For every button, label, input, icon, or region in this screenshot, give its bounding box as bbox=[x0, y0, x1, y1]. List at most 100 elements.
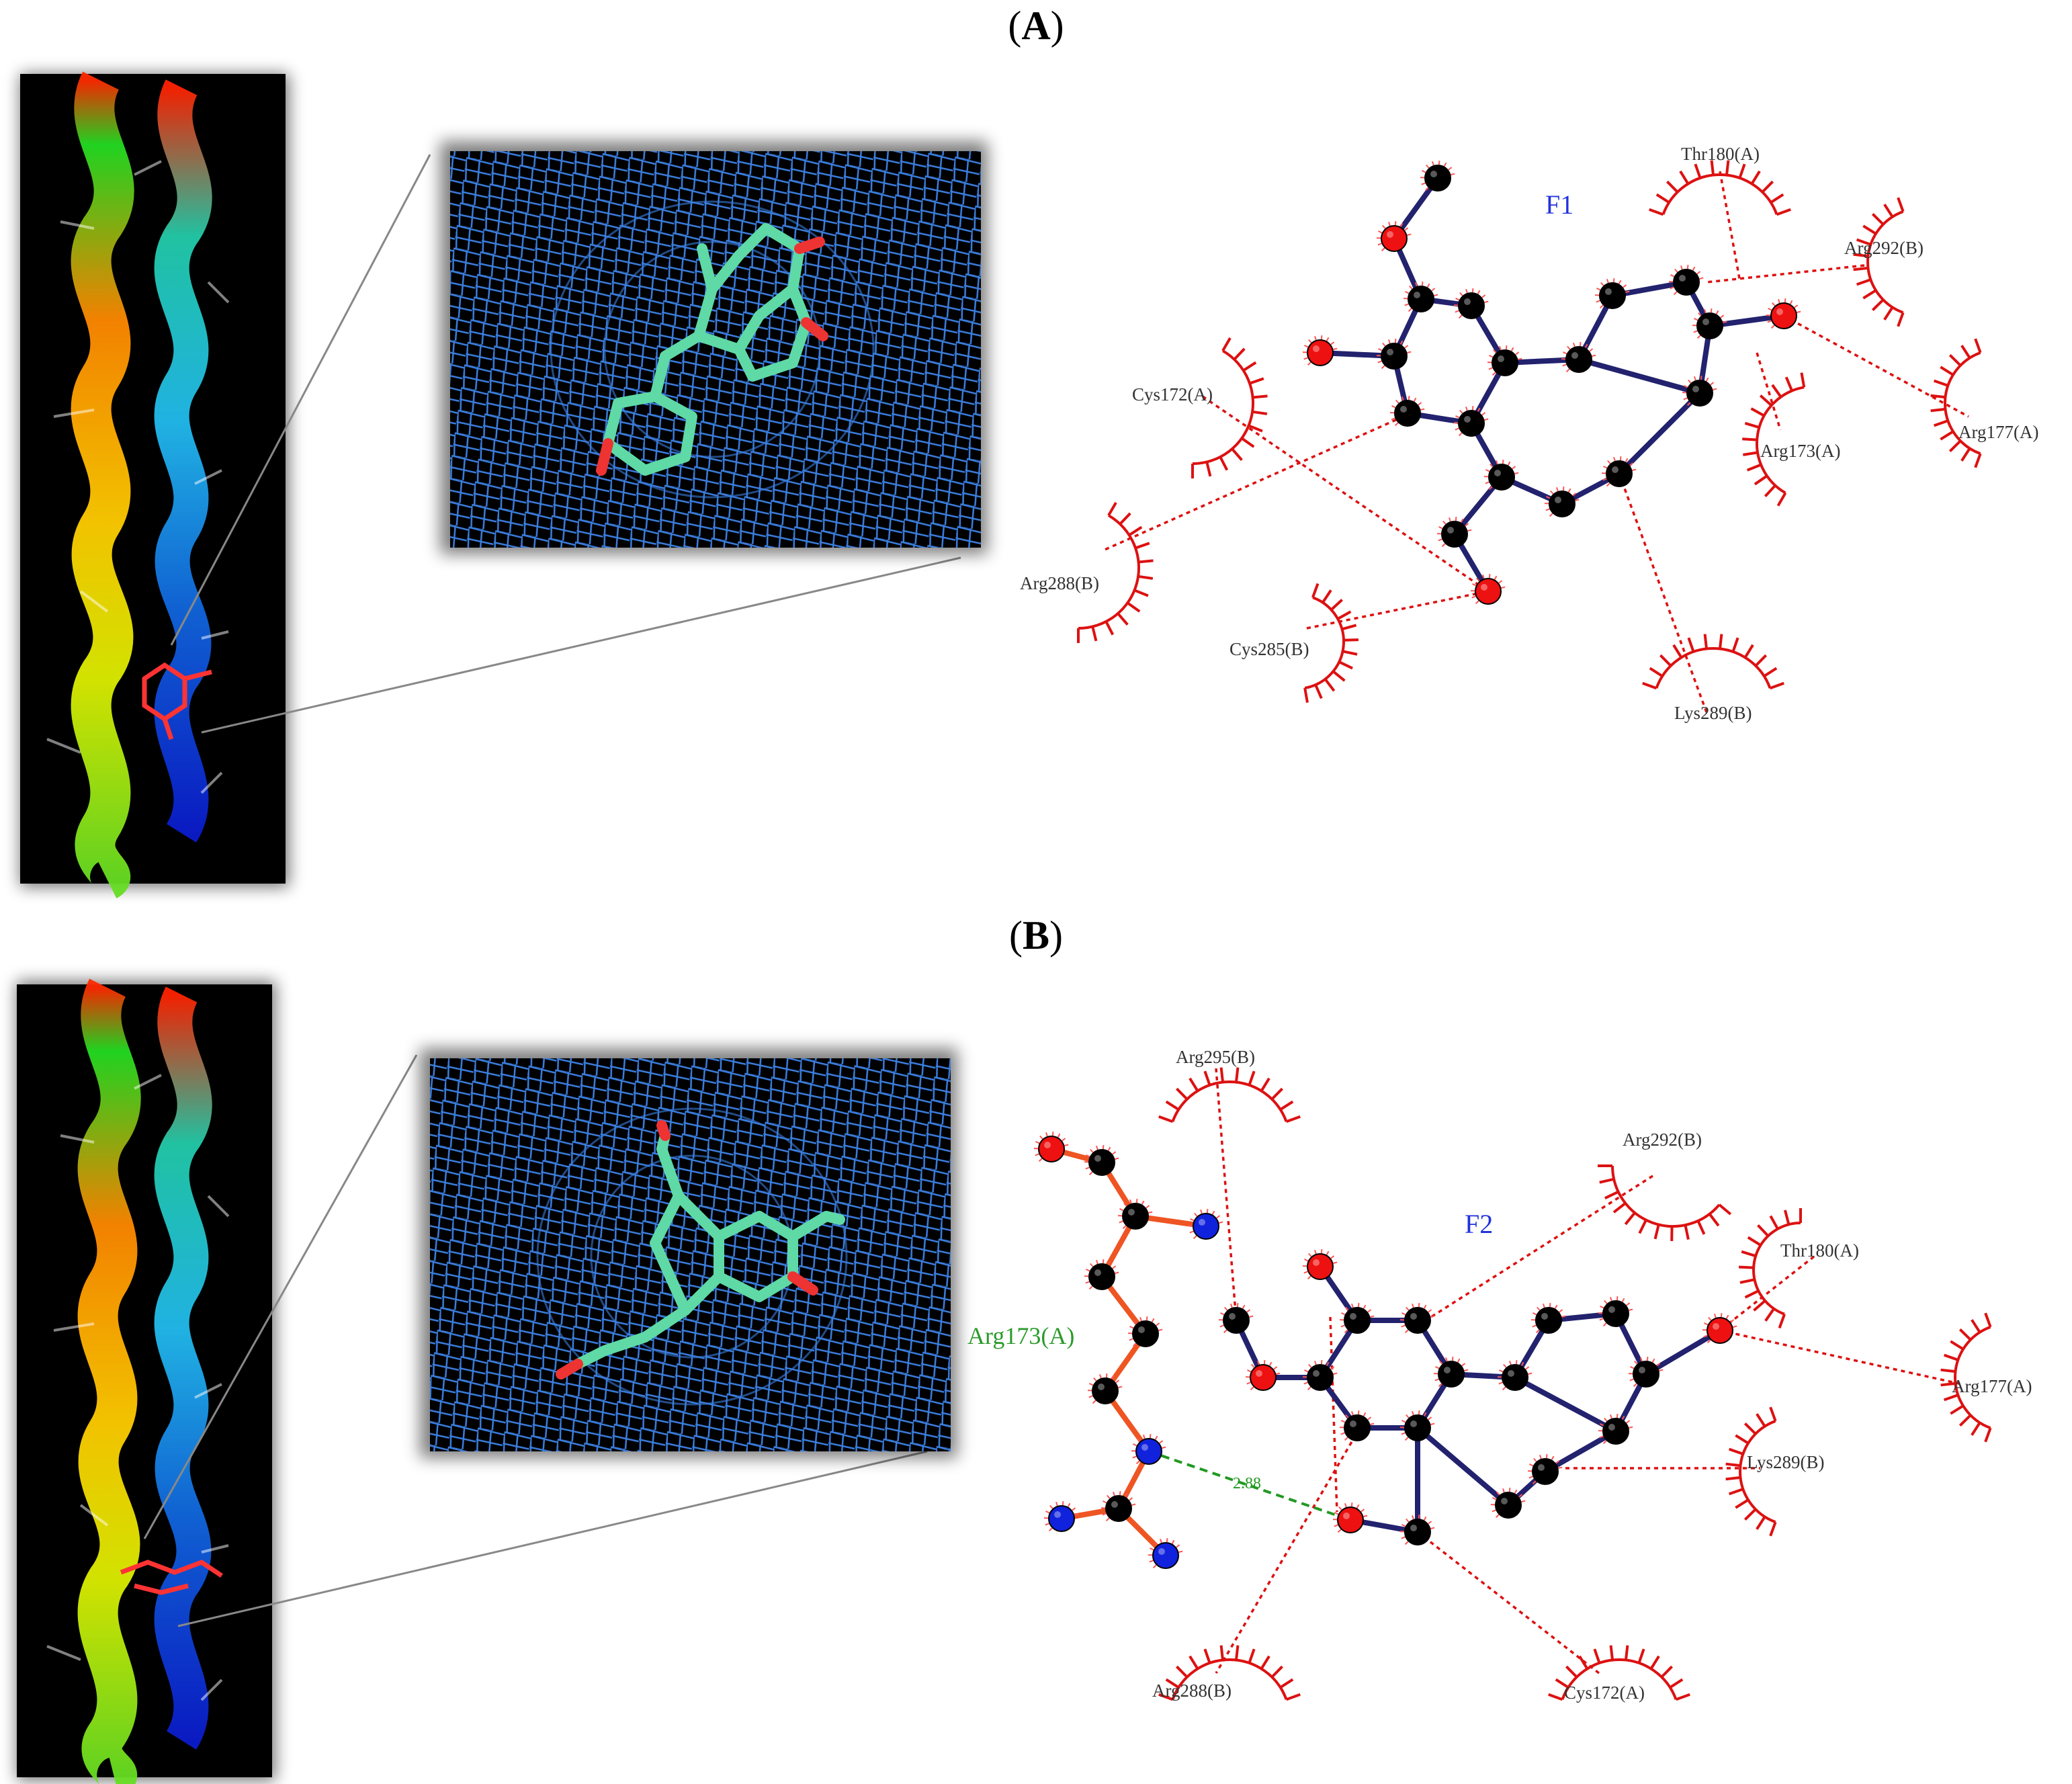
panel-a-bond-16 bbox=[1616, 390, 1702, 476]
panel-a-residue-cys285: Cys285(B) bbox=[1229, 639, 1309, 659]
panel-b-ligand-atom-17 bbox=[1399, 1515, 1435, 1545]
panel-b-residue-arg295: Arg295(B) bbox=[1176, 1047, 1255, 1067]
panel-a-arc-arg292 bbox=[1853, 197, 1905, 327]
panel-b-residue-atom-5 bbox=[1127, 1316, 1163, 1347]
panel-b-zoom-line-bottom bbox=[177, 1450, 928, 1627]
panel-a-residue-cys172: Cys172(A) bbox=[1132, 384, 1213, 405]
panel-a-atom-12 bbox=[1692, 308, 1727, 339]
panel-a-bond-15 bbox=[1576, 357, 1702, 396]
panel-a-arc-lys289 bbox=[1642, 634, 1784, 690]
panel-b-arc-arg177 bbox=[1940, 1312, 1992, 1443]
panel-a-residue-lys289: Lys289(B) bbox=[1674, 703, 1752, 723]
panel-b-residue-arg177: Arg177(A) bbox=[1952, 1376, 2032, 1396]
panel-a-binding-pocket bbox=[440, 141, 988, 554]
panel-b-ligand-atom-6 bbox=[1433, 1357, 1469, 1388]
panel-b-arc-arg292 bbox=[1598, 1164, 1732, 1242]
panel-a-interaction-diagram: F1 Thr180(A) Arg292(B) Arg177(A) Arg173(… bbox=[1020, 144, 2038, 723]
panel-a-arc-arg288 bbox=[1077, 502, 1154, 643]
panel-b-bonds bbox=[1049, 1146, 1723, 1558]
panel-b-residue-atom-3 bbox=[1188, 1209, 1223, 1240]
panel-b-residue-atom-6 bbox=[1087, 1373, 1123, 1404]
panel-b-ligand-bond-13 bbox=[1643, 1328, 1723, 1377]
panel-b-arc-cys172 bbox=[1548, 1645, 1690, 1701]
panel-b-residue-atom-2 bbox=[1117, 1199, 1153, 1230]
panel-b-ligand-atom-10 bbox=[1530, 1303, 1566, 1334]
panel-b-hbond-line bbox=[1148, 1450, 1351, 1521]
panel-b-ligand-atom-3 bbox=[1339, 1303, 1375, 1334]
panel-a-arc-thr180 bbox=[1649, 160, 1791, 216]
panel-b-atoms bbox=[1033, 1132, 1737, 1569]
panel-a-arc-arg173 bbox=[1742, 372, 1806, 507]
panel-b-ligand-atom-14 bbox=[1598, 1414, 1633, 1445]
panel-b-ligand-atom-15 bbox=[1527, 1454, 1563, 1485]
panel-a-atom-2 bbox=[1403, 282, 1438, 312]
panel-b-ligand-atom-1 bbox=[1245, 1360, 1281, 1391]
panel-b-ligand-atom-13 bbox=[1702, 1313, 1737, 1344]
panel-a-atom-13 bbox=[1766, 298, 1801, 329]
panel-b-ligand-atom-8 bbox=[1339, 1410, 1375, 1441]
panel-a-atom-8 bbox=[1453, 288, 1489, 319]
panel-a-residue-thr180: Thr180(A) bbox=[1681, 144, 1760, 164]
panel-b-residue-atom-9 bbox=[1043, 1501, 1079, 1532]
panel-b-arc-lys289 bbox=[1725, 1406, 1777, 1537]
panel-a-residue-arcs bbox=[1077, 160, 1982, 703]
panel-b-residue-thr180: Thr180(A) bbox=[1780, 1240, 1859, 1261]
panel-b-residue-atom-8 bbox=[1100, 1491, 1136, 1522]
panel-a-atom-0 bbox=[1420, 161, 1455, 192]
panel-b-residue-cys172: Cys172(A) bbox=[1564, 1683, 1645, 1703]
panel-a-atom-19 bbox=[1470, 574, 1506, 605]
panel-a-atom-11 bbox=[1668, 265, 1704, 296]
panel-a-ligand-atoms bbox=[1302, 161, 1801, 605]
panel-a-residue-arg292: Arg292(B) bbox=[1844, 238, 1924, 258]
panel-a-atom-5 bbox=[1389, 396, 1425, 427]
panel-a-atom-18 bbox=[1436, 517, 1472, 548]
panel-a-atom-15 bbox=[1601, 456, 1637, 487]
panel-b-ligand-atom-5 bbox=[1399, 1303, 1435, 1334]
panel-a-ligand-in-protein bbox=[142, 662, 212, 740]
panel-a-arc-cys172 bbox=[1191, 337, 1268, 478]
panel-b-residue-atom-10 bbox=[1148, 1538, 1183, 1569]
panel-b-residue-arg288: Arg288(B) bbox=[1152, 1681, 1232, 1701]
panel-a-ligand-label: F1 bbox=[1545, 189, 1573, 220]
panel-b-residue-atom-1 bbox=[1084, 1145, 1119, 1176]
panel-a-residue-arg173: Arg173(A) bbox=[1760, 441, 1840, 461]
panel-b-ligand-atom-2 bbox=[1302, 1360, 1338, 1391]
panel-a-title: (A) bbox=[1008, 3, 1064, 48]
panel-a-atom-6 bbox=[1453, 406, 1489, 437]
panel-a-residue-arg288: Arg288(B) bbox=[1020, 573, 1099, 593]
panel-a-atom-9 bbox=[1561, 342, 1596, 373]
panel-a-residue-arg177: Arg177(A) bbox=[1958, 422, 2038, 442]
panel-b-residue-lys289: Lys289(B) bbox=[1747, 1452, 1825, 1472]
panel-b-arc-thr180 bbox=[1739, 1208, 1802, 1329]
panel-a-protein-view bbox=[20, 71, 289, 899]
panel-b-residue-arg292: Arg292(B) bbox=[1623, 1130, 1702, 1150]
panel-b-arc-arg288 bbox=[1158, 1645, 1301, 1701]
panel-b-ligand-label: F2 bbox=[1465, 1209, 1493, 1239]
panel-b-ligand-atom-9 bbox=[1497, 1360, 1533, 1391]
panel-b-protein-view bbox=[17, 978, 275, 1784]
panel-b-binding-pocket bbox=[420, 1048, 957, 1458]
panel-a-arc-cys285 bbox=[1303, 583, 1359, 703]
panel-a-atom-4 bbox=[1302, 335, 1338, 366]
panel-b-hbond-distance: 2.88 bbox=[1233, 1475, 1261, 1492]
panel-b-ligand-atom-7 bbox=[1399, 1410, 1435, 1441]
panel-a-zoom-line-bottom bbox=[201, 556, 961, 734]
panel-b-ligand-atom-4 bbox=[1302, 1249, 1338, 1280]
panel-b-title: (B) bbox=[1009, 913, 1063, 958]
panel-a-atom-16 bbox=[1544, 486, 1580, 517]
panel-b-zoom-line-top bbox=[143, 1054, 418, 1539]
panel-b-contact-lines bbox=[1215, 1068, 1962, 1674]
panel-a-arc-arg177 bbox=[1930, 338, 1982, 468]
panel-b-ligand-bond-15 bbox=[1512, 1375, 1618, 1434]
panel-b-residue-atom-4 bbox=[1084, 1259, 1119, 1290]
panel-b-ligand-atom-11 bbox=[1598, 1296, 1633, 1327]
panel-a-atom-17 bbox=[1483, 460, 1519, 491]
panel-b-ligand-atom-0 bbox=[1218, 1303, 1254, 1334]
panel-b: F2 2.88 Arg173(A) Arg295(B) Arg292(B) Th… bbox=[17, 978, 2032, 1784]
panel-a: F1 Thr180(A) Arg292(B) Arg177(A) Arg173(… bbox=[20, 71, 2038, 899]
panel-b-residue-arcs bbox=[1158, 1067, 1992, 1701]
panel-a-atom-1 bbox=[1376, 221, 1412, 252]
panel-b-ligand-atom-12 bbox=[1628, 1357, 1664, 1388]
panel-b-ligand-bond-16 bbox=[1543, 1429, 1618, 1474]
